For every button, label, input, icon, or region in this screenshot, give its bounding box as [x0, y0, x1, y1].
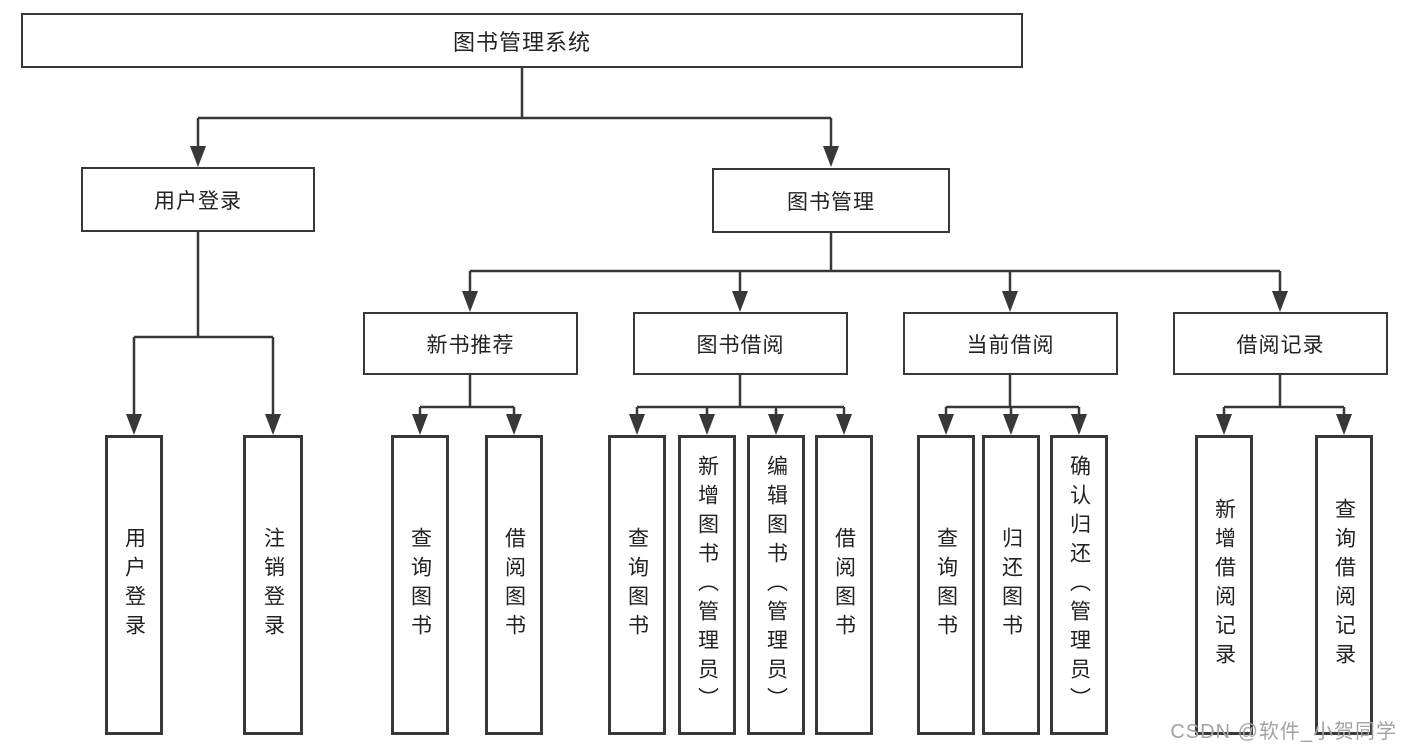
node-book-borrowing: 图书借阅	[633, 312, 848, 375]
connector-arrowheads	[126, 146, 1352, 435]
node-label: 查询图书	[408, 527, 432, 643]
node-label: 新增图书（管理员）	[695, 454, 719, 716]
node-label: 用户登录	[154, 189, 242, 213]
leaf-query-books-2: 查询图书	[608, 435, 666, 735]
node-label: 注销登录	[261, 527, 285, 643]
node-label: 查询借阅记录	[1332, 498, 1356, 672]
leaf-confirm-return-admin: 确认归还（管理员）	[1050, 435, 1108, 735]
leaf-query-books-3: 查询图书	[917, 435, 975, 735]
leaf-add-books-admin: 新增图书（管理员）	[678, 435, 736, 735]
node-label: 借阅记录	[1236, 333, 1325, 357]
node-label: 借阅图书	[832, 527, 856, 643]
node-label: 新增借阅记录	[1212, 498, 1236, 672]
connector-segments	[132, 68, 1346, 416]
node-current-borrowing: 当前借阅	[903, 312, 1118, 375]
leaf-user-login: 用户登录	[105, 435, 163, 735]
node-label: 当前借阅	[966, 333, 1055, 357]
node-label: 编辑图书（管理员）	[764, 454, 788, 716]
node-label: 用户登录	[122, 527, 146, 643]
leaf-borrow-books-1: 借阅图书	[485, 435, 543, 735]
leaf-return-books: 归还图书	[982, 435, 1040, 735]
node-label: 查询图书	[625, 527, 649, 643]
node-label: 图书管理	[787, 190, 875, 214]
node-label: 图书管理系统	[452, 29, 591, 55]
leaf-borrow-books-2: 借阅图书	[815, 435, 873, 735]
node-borrowing-records: 借阅记录	[1173, 312, 1388, 375]
node-library-management-system: 图书管理系统	[21, 13, 1023, 68]
leaf-query-books-1: 查询图书	[391, 435, 449, 735]
watermark: CSDN @软件_小贺同学	[1170, 721, 1397, 743]
node-label: 查询图书	[934, 527, 958, 643]
leaf-edit-books-admin: 编辑图书（管理员）	[747, 435, 805, 735]
leaf-logout: 注销登录	[243, 435, 303, 735]
node-label: 归还图书	[999, 527, 1023, 643]
node-label: 图书借阅	[696, 333, 785, 357]
node-label: 新书推荐	[426, 333, 515, 357]
node-label: 确认归还（管理员）	[1067, 454, 1091, 716]
leaf-query-borrow-record: 查询借阅记录	[1315, 435, 1373, 735]
node-new-book-recommend: 新书推荐	[363, 312, 578, 375]
node-book-management-group: 图书管理	[712, 168, 950, 233]
node-label: 借阅图书	[502, 527, 526, 643]
node-user-login-group: 用户登录	[81, 167, 315, 232]
leaf-add-borrow-record: 新增借阅记录	[1195, 435, 1253, 735]
